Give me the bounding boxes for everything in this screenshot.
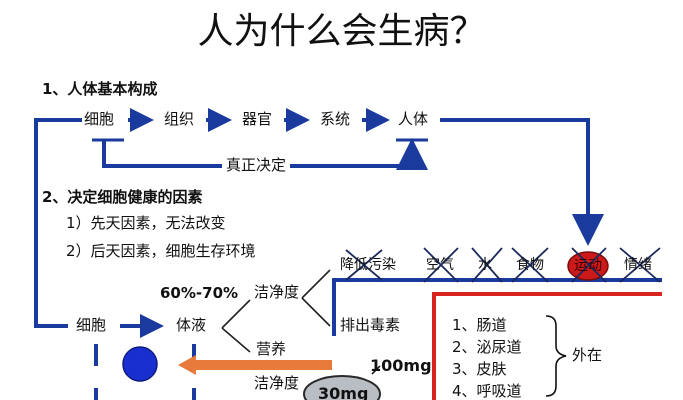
section2-item1: 1）先天因素，无法改变 [66, 214, 226, 232]
nutrition-label: 营养 [256, 340, 287, 358]
body-to-factors [440, 118, 604, 246]
factor-exercise: 运动 [574, 258, 602, 274]
flow-system: 系统 [320, 110, 351, 128]
flow-organ: 器官 [242, 110, 273, 128]
decides-label: 真正决定 [222, 158, 291, 173]
flow-body: 人体 [398, 110, 429, 128]
factor-food: 食物 [516, 257, 544, 273]
section2-heading: 2、决定细胞健康的因素 [42, 188, 203, 206]
factor-water: 水 [478, 257, 492, 273]
factor-emotion: 情绪 [624, 257, 652, 273]
organ-urinary: 2、泌尿道 [452, 338, 522, 356]
cell-circle [122, 346, 158, 382]
page-title: 人为什么会生病？ [197, 11, 486, 52]
cleanliness-label: 洁净度 [254, 283, 300, 301]
amount-30mg: 30mg [318, 384, 369, 400]
factor-pollution: 降低污染 [340, 257, 396, 273]
organ-skin: 3、皮肤 [452, 360, 507, 378]
factors-line [332, 278, 662, 336]
body-fluid: 体液 [176, 316, 207, 334]
organ-intestine: 1、肠道 [452, 316, 507, 334]
flow-tissue: 组织 [164, 110, 195, 128]
detox-label: 排出毒素 [340, 316, 401, 334]
lower-cell: 细胞 [76, 316, 107, 334]
percent-label: 60%-70% [160, 284, 239, 302]
external-label: 外在 [572, 346, 603, 364]
factor-air: 空气 [426, 257, 454, 273]
cleanliness-label-2: 洁净度 [254, 374, 300, 392]
section1-heading: 1、人体基本构成 [42, 80, 158, 98]
amount-100mg: 100mg [370, 356, 432, 375]
organ-box [432, 292, 662, 400]
section2-item2: 2）后天因素，细胞生存环境 [66, 242, 256, 260]
left-loop [34, 118, 82, 328]
organ-respiratory: 4、呼吸道 [452, 382, 522, 400]
flow-cell: 细胞 [84, 110, 115, 128]
